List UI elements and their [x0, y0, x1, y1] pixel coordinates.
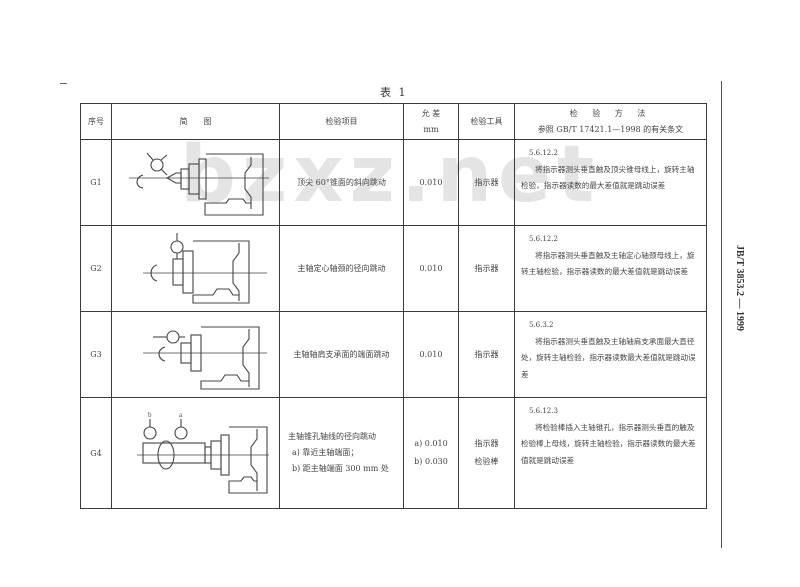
row-tolerance: a) 0.010 b) 0.030 [403, 397, 459, 509]
row-tool: 指示器 [458, 139, 515, 226]
row-item: 顶尖 60°锥面的斜向跳动 [279, 139, 404, 226]
row-item: 主轴定心轴颈的径向跳动 [279, 225, 404, 312]
method-clause: 5.6.12.2 [529, 149, 558, 157]
row-tool-test-bar: 检验棒 [474, 457, 499, 466]
header-method-label: 检 验 方 法 [569, 108, 652, 118]
header-seq: 序号 [80, 103, 112, 140]
spindle-taper-bore-test-bar-diagram-icon: b a [136, 411, 269, 494]
row-tolerance-a: a) 0.010 [414, 439, 448, 448]
header-tool: 检验工具 [458, 103, 515, 140]
table-row-g4: G4 b a [80, 397, 707, 509]
row-sketch [111, 225, 280, 312]
row-item: 主轴锥孔轴线的径向跳动 a) 靠近主轴端面； b) 距主轴端面 300 mm 处 [279, 397, 404, 509]
method-clause: 5.6.3.2 [529, 321, 554, 329]
table-caption: 表 1 [380, 86, 408, 99]
spindle-journal-dial-gauge-diagram-icon [142, 232, 267, 304]
method-clause: 5.6.12.3 [529, 407, 558, 415]
header-method: 检 验 方 法 参照 GB/T 17421.1—1998 的有关条文 [514, 103, 707, 140]
row-sketch: b a [111, 397, 280, 509]
row-sketch [111, 139, 280, 226]
header-tolerance-label: 允 差 [421, 108, 441, 118]
row-item-title: 主轴锥孔轴线的径向跳动 [288, 432, 376, 441]
row-method: 5.6.3.2 将指示器测头垂直触及主轴轴肩支承面最大直径处，旋转主轴检验，指示… [514, 311, 707, 398]
row-seq: G2 [80, 225, 112, 312]
row-seq: G3 [80, 311, 112, 398]
row-tool: 指示器 检验棒 [458, 397, 515, 509]
row-tool: 指示器 [458, 311, 515, 398]
row-tolerance-b: b) 0.030 [414, 457, 448, 466]
row-tolerance: 0.010 [403, 311, 459, 398]
svg-text:a: a [179, 411, 183, 419]
margin-dash-mark [60, 83, 67, 84]
row-tool: 指示器 [458, 225, 515, 312]
method-description: 将指示器测头垂直触及主轴定心轴颈母线上，旋转主轴检验，指示器读数的最大差值就是跳… [521, 250, 695, 277]
row-tolerance: 0.010 [403, 225, 459, 312]
header-method-reference: 参照 GB/T 17421.1—1998 的有关条文 [537, 124, 684, 134]
row-item-sub-b: b) 距主轴端面 300 mm 处 [292, 464, 389, 473]
row-tool-indicator: 指示器 [474, 439, 499, 448]
method-description: 将指示器测头垂直触及顶尖锥母线上，旋转主轴检验，指示器读数的最大差值就是跳动误差 [521, 164, 695, 191]
spindle-shoulder-face-dial-gauge-diagram-icon [142, 325, 267, 390]
header-sketch: 简 图 [111, 103, 280, 140]
method-clause: 5.6.12.2 [529, 235, 558, 243]
row-seq: G1 [80, 139, 112, 226]
header-item: 检验项目 [279, 103, 404, 140]
row-method: 5.6.12.3 将检验棒插入主轴锥孔，指示器测头垂直的触及检验棒上母线，旋转主… [514, 397, 707, 509]
header-tolerance: 允 差 mm [403, 103, 459, 140]
method-description: 将检验棒插入主轴锥孔，指示器测头垂直的触及检验棒上母线，旋转主轴检验，指示器读数… [521, 422, 696, 465]
svg-text:b: b [148, 411, 152, 419]
table-header-row: 序号 简 图 检验项目 允 差 mm 检验工具 检 验 方 法 参照 GB/T … [80, 103, 707, 140]
table-row-g1: G1 [80, 139, 707, 226]
row-method: 5.6.12.2 将指示器测头垂直触及顶尖锥母线上，旋转主轴检验，指示器读数的最… [514, 139, 707, 226]
inspection-table: 序号 简 图 检验项目 允 差 mm 检验工具 检 验 方 法 参照 GB/T … [80, 103, 707, 509]
method-description: 将指示器测头垂直触及主轴轴肩支承面最大直径处，旋转主轴检验，指示器读数最大差值就… [521, 336, 696, 379]
header-tolerance-unit: mm [423, 124, 439, 134]
row-item-sub-a: a) 靠近主轴端面； [292, 448, 359, 457]
margin-rule [721, 81, 722, 548]
row-item: 主轴轴肩支承面的端面跳动 [279, 311, 404, 398]
row-method: 5.6.12.2 将指示器测头垂直触及主轴定心轴颈母线上，旋转主轴检验，指示器读… [514, 225, 707, 312]
table-row-g3: G3 主轴轴肩支承面的端面跳动 0.010 指示器 [80, 311, 707, 398]
table-row-g2: G2 主轴定心轴颈的径向跳动 0.010 指示器 [80, 225, 707, 312]
standard-code: JB/T 3853.2 — 1999 [734, 245, 745, 331]
spindle-taper-dial-gauge-diagram-icon [128, 152, 269, 216]
row-sketch [111, 311, 280, 398]
row-tolerance: 0.010 [403, 139, 459, 226]
row-seq: G4 [80, 397, 112, 509]
